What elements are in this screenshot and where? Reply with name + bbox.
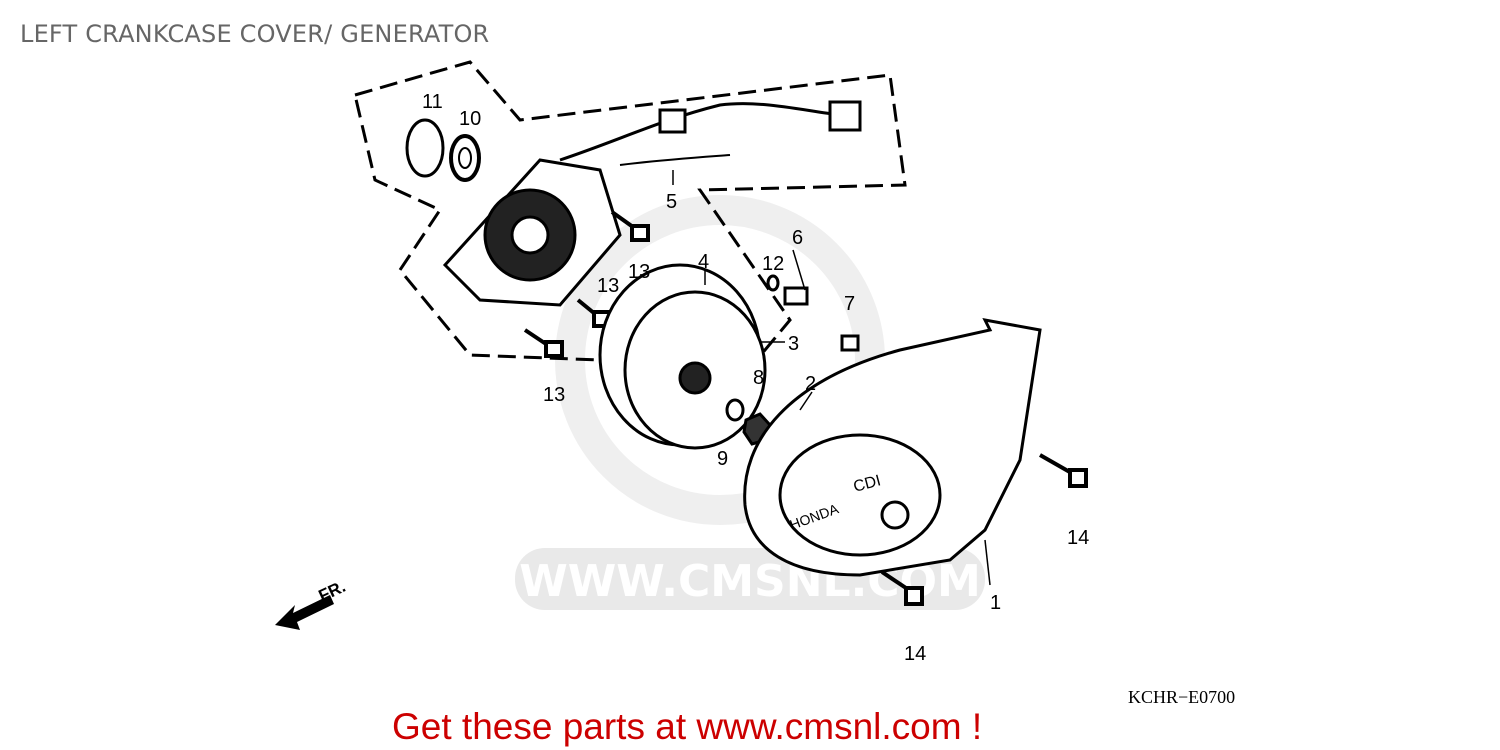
oil-seal-10	[449, 134, 481, 182]
callout-4: 4	[698, 251, 709, 273]
stator-5	[442, 100, 862, 307]
callout-2: 2	[805, 373, 816, 395]
callout-1: 1	[990, 592, 1001, 614]
callout-5: 5	[666, 191, 677, 213]
callout-11: 11	[422, 91, 443, 113]
callout-7: 7	[844, 293, 855, 315]
callout-6: 6	[792, 227, 803, 249]
page-title: LEFT CRANKCASE COVER/ GENERATOR	[20, 20, 490, 48]
o-ring-11	[405, 118, 445, 178]
washer-9	[725, 398, 745, 422]
neutral-switch-6	[783, 286, 809, 306]
callout-12: 12	[762, 253, 784, 275]
callout-3: 3	[788, 333, 799, 355]
callout-14a: 14	[1067, 527, 1089, 549]
left-crankcase-cover-1: CDI HONDA	[743, 317, 1042, 577]
washer-12	[766, 274, 780, 292]
callout-10: 10	[459, 108, 481, 130]
diagram-code: KCHR−E0700	[1128, 687, 1236, 707]
callout-8: 8	[753, 367, 764, 389]
callout-13b: 13	[597, 275, 619, 297]
flywheel-4	[598, 263, 767, 450]
callout-13c: 13	[543, 384, 565, 406]
callout-13a: 13	[628, 261, 650, 283]
svg-text:CDI: CDI	[852, 472, 883, 496]
bolts-13	[523, 210, 650, 358]
callouts: 11 10 5 6 12 4 13 13 7 3 8 2 13 9 14 1 1…	[422, 91, 1089, 665]
bolts-14	[880, 453, 1088, 606]
promo-link[interactable]: Get these parts at www.cmsnl.com !	[392, 706, 983, 747]
cap-7	[840, 334, 860, 352]
front-arrow-icon: FR.	[275, 577, 349, 630]
callout-14b: 14	[904, 643, 926, 665]
callout-9: 9	[717, 448, 728, 470]
